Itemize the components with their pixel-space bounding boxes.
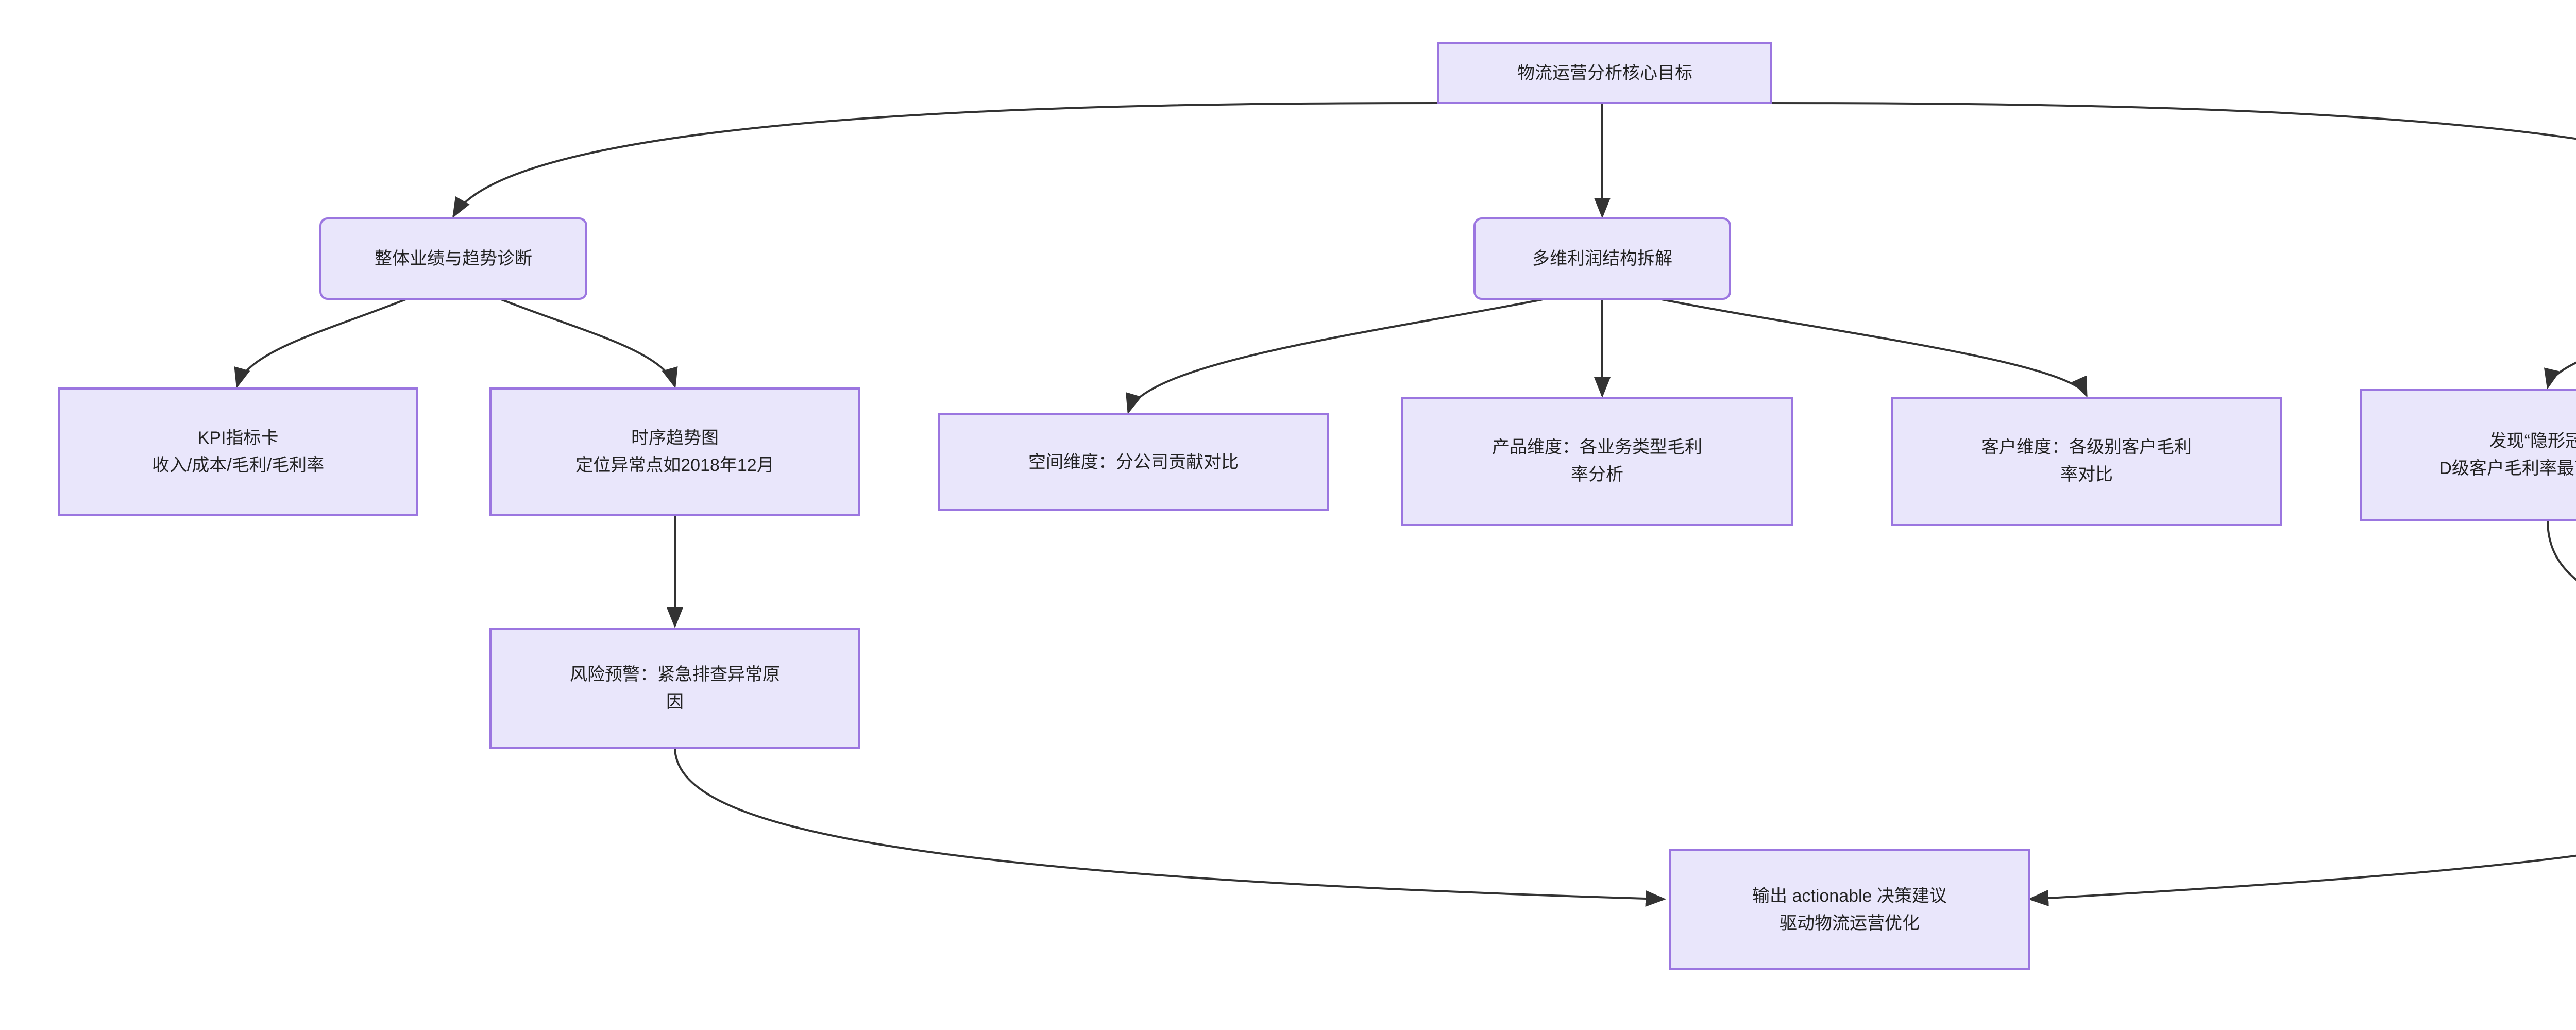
node-branch-performance[interactable]: 整体业绩与趋势诊断 (319, 217, 587, 300)
node-hidden-champion[interactable]: 发现“隐形冠军” D级客户毛利率最高 39.18% (2360, 389, 2576, 521)
node-product-dimension[interactable]: 产品维度：各业务类型毛利 率分析 (1401, 397, 1793, 526)
edge-performance-to-trend (499, 298, 678, 389)
node-output-decision[interactable]: 输出 actionable 决策建议 驱动物流运营优化 (1669, 849, 2030, 970)
edge-value-to-output (2028, 854, 2576, 906)
node-kpi-card[interactable]: KPI指标卡 收入/成本/毛利/毛利率 (58, 387, 418, 516)
edge-root-to-performance (452, 102, 1438, 218)
node-customer-dimension[interactable]: 客户维度：各级别客户毛利 率对比 (1891, 397, 2282, 526)
edge-customer-to-hidden-champion (2544, 361, 2576, 390)
edge-profit-to-customer-dim (1658, 298, 2088, 398)
node-root[interactable]: 物流运营分析核心目标 (1437, 42, 1772, 104)
node-branch-profit[interactable]: 多维利润结构拆解 (1473, 217, 1731, 300)
node-risk-alert[interactable]: 风险预警：紧急排查异常原 因 (489, 628, 860, 749)
edge-performance-to-kpi (234, 298, 408, 389)
edge-hidden-champion-to-value (2547, 520, 2576, 581)
node-trend-chart[interactable]: 时序趋势图 定位异常点如2018年12月 (489, 387, 860, 516)
edge-risk-alert-to-output (674, 747, 1666, 907)
edge-root-to-customer (1767, 102, 2576, 140)
edge-profit-to-spatial (1126, 298, 1546, 414)
node-spatial-dimension[interactable]: 空间维度：分公司贡献对比 (938, 413, 1329, 511)
